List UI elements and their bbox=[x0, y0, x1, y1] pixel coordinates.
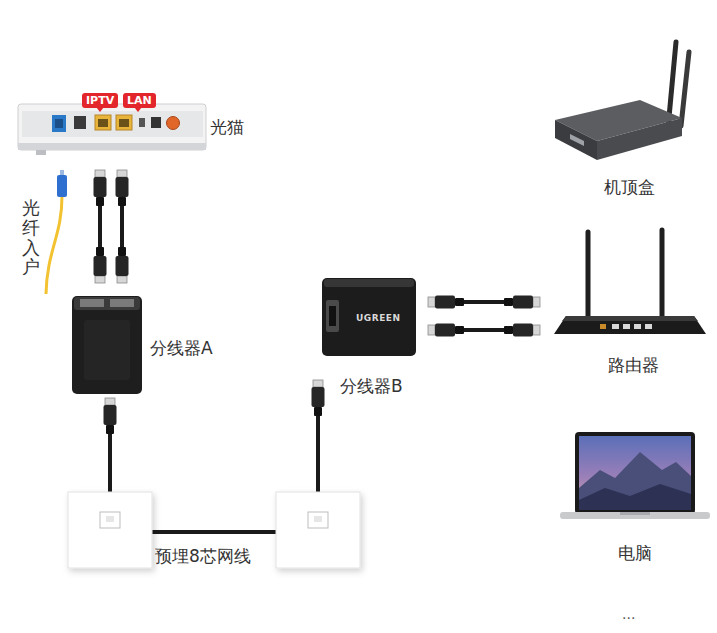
lan-port bbox=[116, 115, 132, 130]
laptop-notch bbox=[620, 512, 650, 515]
plate-body bbox=[276, 492, 360, 568]
reset-button bbox=[139, 118, 145, 127]
laptop-illustration bbox=[560, 432, 710, 519]
antenna bbox=[586, 232, 591, 318]
box-front bbox=[555, 120, 597, 160]
plate-socket bbox=[100, 512, 120, 528]
rj45-plug bbox=[94, 170, 107, 206]
screen-mountain bbox=[579, 452, 691, 510]
splitter-port bbox=[110, 299, 134, 307]
box-side bbox=[597, 118, 682, 160]
modem-foot bbox=[36, 150, 46, 155]
device-node: 路由器 bbox=[552, 226, 714, 380]
fiber-connector bbox=[57, 175, 67, 197]
node-label: 光猫 bbox=[210, 116, 244, 138]
router-wan-port bbox=[600, 324, 606, 329]
laptop-bezel bbox=[575, 432, 695, 514]
router-illustration bbox=[554, 230, 706, 334]
modem-body bbox=[18, 104, 206, 150]
splitter-body bbox=[72, 296, 142, 394]
lan-port-hole bbox=[119, 119, 129, 127]
rj45-plug bbox=[94, 247, 107, 283]
splitter-face bbox=[84, 320, 130, 380]
power-jack bbox=[151, 117, 161, 128]
router-port bbox=[623, 324, 630, 329]
vertical-caption: 光纤入户 bbox=[22, 198, 40, 277]
splitter-top bbox=[74, 297, 140, 310]
router-port bbox=[634, 324, 641, 329]
wall-plate bbox=[68, 492, 152, 568]
phone-port bbox=[74, 116, 86, 129]
fiber-port bbox=[52, 115, 66, 132]
rj45-plug bbox=[428, 324, 464, 337]
laptop-screen bbox=[579, 436, 691, 510]
set-top-box-illustration bbox=[555, 42, 689, 160]
splitter-top bbox=[324, 279, 414, 287]
node-label: 分线器A bbox=[150, 337, 213, 359]
plate-socket-hole bbox=[314, 516, 322, 522]
cable-label: 预埋8芯网线 bbox=[155, 545, 251, 567]
more-devices: ... bbox=[622, 606, 635, 622]
rj45-plug bbox=[116, 170, 129, 206]
box-display bbox=[570, 134, 584, 146]
fiber-port-hole bbox=[55, 119, 63, 128]
node-label: 路由器 bbox=[552, 354, 714, 376]
node-label: 机顶盒 bbox=[550, 176, 709, 198]
output-cable bbox=[464, 300, 504, 304]
splitter-port-hole bbox=[329, 306, 336, 326]
port-tag: LAN bbox=[123, 93, 156, 108]
screen-valley bbox=[579, 484, 691, 510]
antenna bbox=[681, 52, 689, 126]
modem-panel bbox=[22, 111, 203, 137]
modem-base bbox=[18, 143, 206, 150]
node-label: 电脑 bbox=[552, 542, 717, 564]
rj45-plug bbox=[104, 398, 117, 434]
fiber-cable bbox=[46, 170, 67, 294]
rj45-plug bbox=[504, 324, 540, 337]
rj45-plug bbox=[312, 380, 325, 416]
port-tag: IPTV bbox=[82, 93, 118, 108]
router-top bbox=[562, 316, 698, 321]
antenna bbox=[660, 230, 665, 318]
output-cable bbox=[464, 328, 504, 332]
device-node: 机顶盒 bbox=[550, 36, 709, 202]
wall-plate bbox=[276, 492, 360, 568]
device-node: 电脑 bbox=[552, 428, 717, 568]
router-body bbox=[554, 316, 706, 334]
power-switch bbox=[167, 117, 180, 130]
splitter-port bbox=[80, 299, 104, 307]
rj45-plug bbox=[504, 296, 540, 309]
rj45-plug bbox=[428, 296, 464, 309]
laptop-base bbox=[560, 512, 710, 519]
rj45-plug bbox=[116, 247, 129, 283]
splitter-b-illustration bbox=[322, 278, 540, 356]
router-port bbox=[612, 324, 619, 329]
node-label: 分线器B bbox=[340, 375, 403, 397]
plate-socket bbox=[308, 512, 328, 528]
plate-body bbox=[68, 492, 152, 568]
iptv-port bbox=[95, 115, 111, 130]
iptv-port-hole bbox=[98, 119, 108, 127]
modem-illustration bbox=[18, 104, 206, 155]
fiber-line bbox=[46, 196, 62, 294]
cable-plugs bbox=[94, 170, 325, 434]
splitter-body bbox=[322, 278, 416, 356]
splitter-port bbox=[326, 300, 339, 332]
device-node: 分线器A bbox=[70, 282, 230, 400]
plate-socket-hole bbox=[106, 516, 114, 522]
router-port bbox=[645, 324, 652, 329]
splitter-a-illustration bbox=[72, 296, 142, 394]
brand-mark: UGREEN bbox=[356, 313, 400, 324]
device-node: 分线器B bbox=[308, 276, 420, 401]
